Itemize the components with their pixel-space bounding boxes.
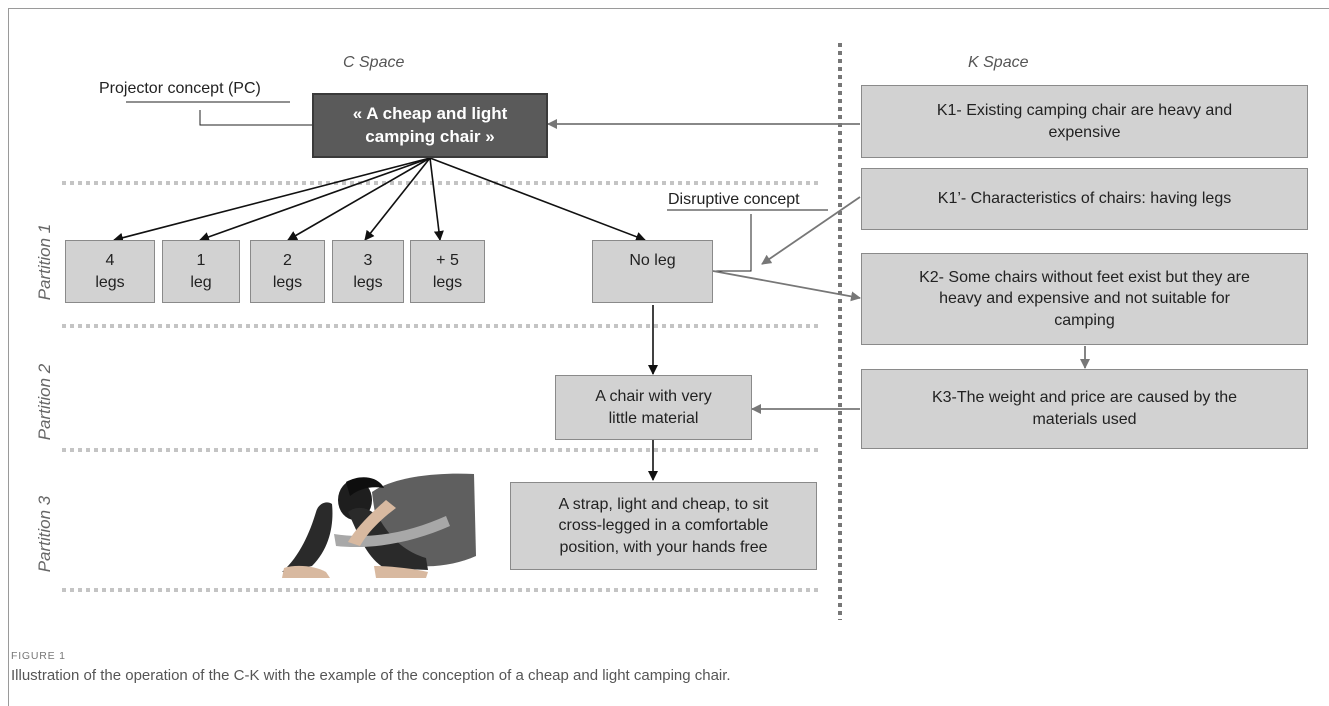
arrow-pc-to-4legs — [113, 157, 431, 243]
little-material-line1: A chair with very — [595, 387, 712, 405]
c-space-title: C Space — [343, 54, 405, 71]
k3-box: K3-The weight and price are caused by th… — [861, 369, 1308, 449]
figure-label: FIGURE 1 — [11, 650, 66, 662]
arrow-pc-to-2legs — [287, 157, 431, 241]
arrow-pc-to-5legs — [429, 157, 444, 241]
leg-box-1: 1 leg — [162, 240, 240, 303]
k-space-title: K Space — [968, 54, 1029, 71]
projector-concept-box: « A cheap and light camping chair » — [312, 93, 548, 158]
arrow-k1prime-to-disruptive — [761, 196, 861, 265]
leg-box-4-line1: 4 — [105, 251, 115, 269]
k2-line2: heavy and expensive and not suitable for — [939, 290, 1230, 308]
little-material-line2: little material — [608, 409, 699, 427]
figure-frame — [8, 8, 1329, 706]
partition-3-label: Partition 3 — [35, 495, 54, 573]
strap-line1: A strap, light and cheap, to sit — [558, 495, 769, 513]
leg-box-5-plus: + 5 legs — [410, 240, 485, 303]
k1-line2: expensive — [1048, 123, 1121, 141]
leg-box-5-line1: + 5 — [436, 251, 459, 269]
figure-caption: Illustration of the operation of the C-K… — [11, 667, 731, 684]
leg-box-3: 3 legs — [332, 240, 404, 303]
k3-line1: K3-The weight and price are caused by th… — [931, 389, 1238, 407]
no-leg-box: No leg — [592, 240, 713, 303]
leg-box-2-line2: legs — [272, 273, 303, 291]
pc-line-1: « A cheap and light — [352, 104, 508, 124]
leg-box-2: 2 legs — [250, 240, 325, 303]
arrow-pc-to-3legs — [364, 157, 431, 241]
k1-prime-box: K1’- Characteristics of chairs: having l… — [861, 168, 1308, 230]
leg-box-2-line1: 2 — [283, 251, 292, 269]
pc-label-connector — [199, 110, 312, 126]
disruptive-concept-label: Disruptive concept — [668, 191, 800, 208]
k2-box: K2- Some chairs without feet exist but t… — [861, 253, 1308, 345]
arrow-pc-to-1leg — [199, 157, 431, 242]
little-material-box: A chair with very little material — [555, 375, 752, 440]
strap-box: A strap, light and cheap, to sit cross-l… — [510, 482, 817, 570]
leg-box-1-line1: 1 — [196, 251, 206, 269]
partition-1-label: Partition 1 — [35, 223, 54, 301]
k3-line2: materials used — [1032, 411, 1137, 428]
pc-line-2: camping chair » — [365, 126, 495, 146]
disruptive-label-connector — [713, 214, 752, 272]
person-illustration — [278, 472, 476, 578]
arrow-pc-to-no-leg — [429, 157, 646, 242]
partition-2-label: Partition 2 — [35, 363, 54, 441]
leg-box-4-line2: legs — [95, 273, 125, 291]
leg-box-4: 4 legs — [65, 240, 155, 303]
ck-diagram — [62, 43, 1090, 620]
k1-box: K1- Existing camping chair are heavy and… — [861, 85, 1308, 158]
leg-box-1-line2: leg — [190, 273, 212, 291]
projector-concept-label: Projector concept (PC) — [99, 80, 261, 97]
k2-line3: camping — [1054, 311, 1115, 329]
k2-line1: K2- Some chairs without feet exist but t… — [919, 268, 1250, 286]
k1-line1: K1- Existing camping chair are heavy and — [936, 101, 1233, 119]
leg-box-5-line2: legs — [432, 273, 463, 291]
leg-box-3-line1: 3 — [363, 251, 373, 269]
strap-line3: position, with your hands free — [559, 538, 768, 556]
arrow-noleg-to-k2 — [712, 270, 861, 302]
leg-box-3-line2: legs — [353, 273, 383, 291]
strap-line2: cross-legged in a comfortable — [558, 517, 769, 535]
